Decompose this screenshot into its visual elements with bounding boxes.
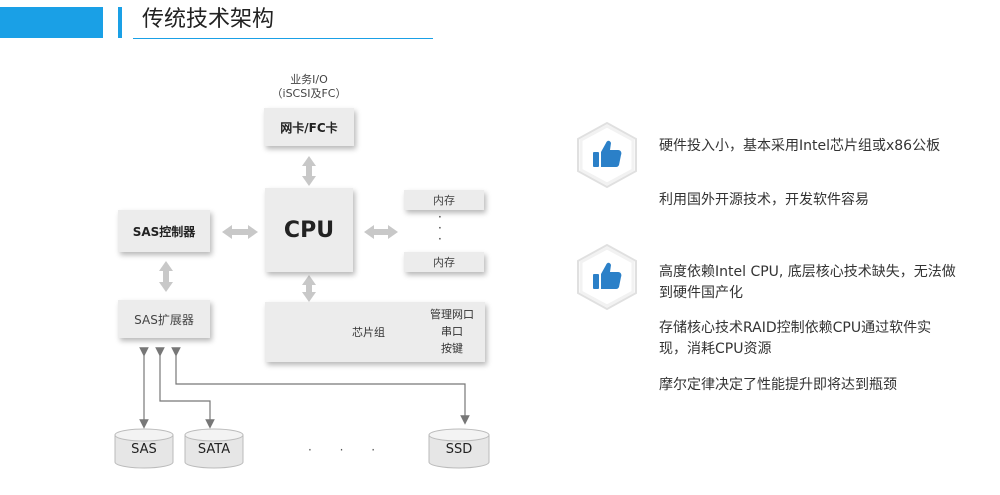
disk-sas-label: SAS <box>131 442 157 457</box>
io-label-line2: （iSCSI及FC） <box>271 87 347 100</box>
thumbs-up-icon <box>577 121 637 189</box>
sas-controller-label: SAS控制器 <box>132 224 196 239</box>
cpu-label: CPU <box>283 217 335 243</box>
disk-ssd-label: SSD <box>445 442 473 457</box>
pros-item-1: 硬件投入小，基本采用Intel芯片组或x86公板 <box>659 138 941 154</box>
chipset-items: 管理网口 串口 按键 <box>412 306 492 357</box>
disk-cylinder-icon <box>184 428 244 469</box>
nic-box: 网卡/FC卡 <box>264 108 354 146</box>
memory-top-label: 内存 <box>433 194 455 207</box>
page-title: 传统技术架构 <box>142 7 275 32</box>
disk-ssd: SSD <box>428 428 490 470</box>
chipset-box <box>265 302 485 362</box>
cons-badge <box>574 242 640 312</box>
memory-dots: ··· <box>438 210 442 246</box>
disk-sata-label: SATA <box>197 442 231 457</box>
disk-cylinder-icon <box>114 428 174 469</box>
thumbs-down-icon <box>577 243 637 311</box>
chip-item-button: 按键 <box>441 342 463 355</box>
io-label-line1: 业务I/O <box>290 73 328 86</box>
memory-top-box: 内存 <box>404 190 484 210</box>
header-accent-tick <box>118 7 122 38</box>
sas-controller-box: SAS控制器 <box>118 210 210 252</box>
chipset-label: 芯片组 <box>352 326 385 339</box>
memory-bottom-label: 内存 <box>433 256 455 269</box>
disk-cylinder-icon <box>428 428 490 469</box>
sas-expander-label: SAS扩展器 <box>134 312 194 327</box>
cons-item-2: 存储核心技术RAID控制依赖CPU通过软件实现，消耗CPU资源 <box>659 320 932 357</box>
memory-bottom-box: 内存 <box>404 252 484 272</box>
chip-item-mgmt-port: 管理网口 <box>430 308 474 321</box>
sas-expander-box: SAS扩展器 <box>118 300 210 338</box>
disk-sas: SAS <box>114 428 174 470</box>
cons-item-1: 高度依赖Intel CPU, 底层核心技术缺失，无法做到硬件国产化 <box>659 264 956 301</box>
title-underline <box>133 38 433 39</box>
cpu-box: CPU <box>265 188 353 272</box>
cons-item-3: 摩尔定律决定了性能提升即将达到瓶颈 <box>659 377 897 393</box>
pros-badge <box>574 120 640 190</box>
disk-ellipsis: · · · <box>308 443 388 457</box>
chip-item-serial-port: 串口 <box>441 325 463 338</box>
disk-sata: SATA <box>184 428 244 470</box>
business-io-label: 业务I/O （iSCSI及FC） <box>262 73 356 101</box>
header-accent-bar <box>0 7 103 38</box>
nic-label: 网卡/FC卡 <box>280 120 338 135</box>
pros-item-2: 利用国外开源技术，开发软件容易 <box>659 192 869 208</box>
